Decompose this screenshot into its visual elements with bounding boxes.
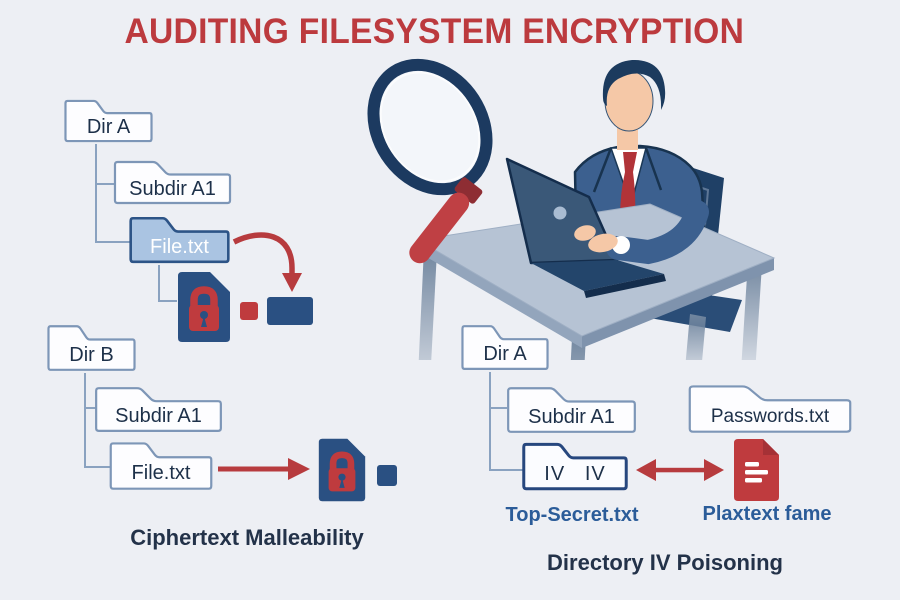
folder-label: Dir A [86, 116, 131, 139]
folder-label: Dir B [69, 343, 114, 366]
folder-label: Passwords.txt [710, 405, 830, 427]
folder-dir-b: Dir B [47, 322, 136, 373]
caption-directory-iv-poisoning: Directory IV Poisoning [547, 550, 783, 575]
file-a-connector [158, 265, 160, 302]
folder-label: Subdir A1 [115, 405, 202, 428]
tree-r-stub-1 [489, 407, 507, 409]
folder-label: File.txt [150, 235, 209, 258]
tree-a-connector [95, 144, 97, 243]
folder-label: File.txt [131, 462, 191, 485]
caption-ciphertext-malleability: Ciphertext Malleability [130, 525, 364, 550]
magnifying-glass-icon [367, 58, 493, 264]
folder-file-txt-b: File.txt [109, 439, 213, 492]
malleability-curved-arrow-icon [232, 232, 302, 292]
folder-file-txt-highlighted: File.txt [129, 214, 230, 265]
blue-block-icon [377, 465, 397, 486]
laptop-logo [553, 206, 567, 220]
iv-iv-label: IV IV [544, 462, 606, 485]
laptop [505, 157, 666, 298]
folder-label: Subdir A1 [129, 177, 216, 200]
page-title: AUDITING FILESYSTEM ENCRYPTION [124, 12, 745, 51]
label-plaintext-fame: Plaxtext fame [702, 503, 832, 525]
folder-subdir-a1-right: Subdir A1 [506, 384, 637, 435]
folder-iv-iv: IV IV [522, 440, 628, 492]
label-top-secret-txt: Top-Secret.txt [505, 504, 639, 526]
tree-b-stub-2 [84, 466, 111, 468]
tree-b-connector [84, 373, 86, 468]
folder-passwords-txt: Passwords.txt [687, 382, 853, 435]
folder-label: Dir A [483, 343, 527, 366]
folder-subdir-a1: Subdir A1 [113, 158, 232, 206]
red-document-icon [734, 439, 779, 501]
tree-a-stub-2 [95, 241, 130, 243]
blue-block-icon [267, 297, 313, 325]
typing-hands [574, 200, 709, 265]
malleability-straight-arrow-icon [218, 458, 310, 480]
tree-r-stub-2 [489, 469, 523, 471]
locked-file-icon [318, 438, 366, 502]
folder-subdir-b1: Subdir A1 [94, 384, 223, 434]
iv-poisoning-double-arrow-icon [636, 459, 724, 481]
analyst-at-desk-illustration [367, 58, 776, 360]
hair [602, 59, 666, 110]
folder-label: Subdir A1 [528, 405, 615, 428]
file-a-stub [158, 300, 177, 302]
locked-file-icon [178, 272, 230, 342]
folder-dir-a-right: Dir A [461, 322, 549, 372]
tree-b-stub-1 [84, 407, 96, 409]
tree-r-connector [489, 372, 491, 471]
folder-dir-a: Dir A [64, 97, 153, 144]
tree-a-stub-1 [95, 183, 114, 185]
small-red-block-icon [240, 302, 258, 320]
